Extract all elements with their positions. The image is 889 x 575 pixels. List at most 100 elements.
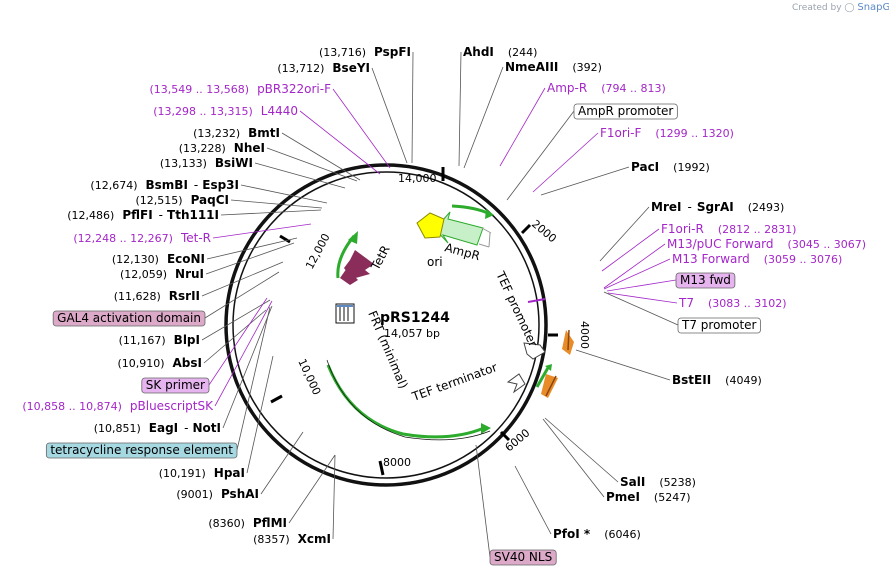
- mrei-name2: SgrAI: [697, 200, 734, 214]
- label-sk-primer[interactable]: SK primer: [141, 377, 210, 394]
- label-gal4[interactable]: GAL4 activation domain: [52, 310, 206, 327]
- label-pflmi[interactable]: PflMI(8360): [208, 516, 287, 530]
- label-f1ori-r[interactable]: F1ori-R(2812 .. 2831): [661, 222, 796, 236]
- feature-label-tef-terminator: TEF terminator: [409, 360, 499, 404]
- ampr-promoter-box: [573, 103, 678, 120]
- label-sv40-nls[interactable]: SV40 NLS: [489, 549, 557, 566]
- connector-tre: [236, 306, 271, 451]
- pflfi-name2: Tth111I: [167, 208, 219, 222]
- label-absi[interactable]: AbsI(10,910): [117, 356, 202, 370]
- label-ampr-promoter[interactable]: AmpR promoter: [573, 103, 678, 120]
- ahdi-name: AhdI: [463, 45, 494, 59]
- label-bsmbi[interactable]: Esp3I-BsmBI(12,674): [90, 178, 239, 192]
- tre-box: [45, 442, 238, 459]
- connector-bmti: [281, 132, 361, 181]
- pflfi-position: (12,486): [67, 209, 114, 222]
- label-eagi[interactable]: NotI-EagI(10,851): [94, 421, 221, 435]
- label-econi[interactable]: EcoNI(12,130): [112, 252, 205, 266]
- connector-hpai: [246, 355, 274, 474]
- label-tre[interactable]: tetracycline response element: [45, 442, 238, 459]
- connector-pspfi: [411, 51, 414, 164]
- label-paqci[interactable]: PaqCI(12,515): [135, 193, 229, 207]
- connector-pmei: [542, 418, 605, 498]
- label-m13fwd-primer[interactable]: M13 Forward(3059 .. 3076): [672, 252, 842, 266]
- label-bsiwi[interactable]: BsiWI (13,133): [160, 156, 253, 170]
- m13fwd-box-name: M13 fwd: [680, 273, 731, 287]
- f1ori-r-position: (2812 .. 2831): [718, 223, 797, 236]
- connector-mrei: [599, 206, 650, 262]
- label-sali[interactable]: SalI(5238): [620, 475, 696, 489]
- tet-r-name: Tet-R: [180, 231, 211, 245]
- ahdi-position: (244): [508, 46, 538, 59]
- label-m13fwd-box[interactable]: M13 fwd: [675, 272, 736, 289]
- label-l4440[interactable]: L4440(13,298 .. 13,315): [153, 104, 298, 118]
- ruler-label-12000: 12,000: [303, 231, 333, 271]
- label-f1ori-f[interactable]: F1ori-F(1299 .. 1320): [600, 126, 734, 140]
- l4440-position: (13,298 .. 13,315): [153, 105, 253, 118]
- connector-pfoi: [514, 465, 552, 535]
- f1ori-f-position: (1299 .. 1320): [655, 127, 734, 140]
- bseyi-position: (13,712): [277, 62, 324, 75]
- label-pbluescriptsk[interactable]: pBluescriptSK(10,858 .. 10,874): [22, 399, 214, 413]
- label-blpi[interactable]: BlpI(11,167): [119, 333, 200, 347]
- connector-m13puc: [603, 243, 666, 289]
- nrui-name: NruI: [175, 267, 204, 281]
- connector-eagi: [222, 305, 273, 429]
- bsiwi-position: (13,133): [160, 157, 207, 170]
- eagi-name2: NotI: [193, 421, 222, 435]
- label-pbr322ori-f[interactable]: pBR322ori-F(13,549 .. 13,568): [150, 82, 332, 96]
- label-hpai[interactable]: HpaI(10,191): [159, 466, 245, 480]
- label-bseyi[interactable]: BseYI(13,712): [277, 61, 370, 75]
- sk-primer-box: [141, 377, 210, 394]
- label-pfoi[interactable]: PfoI *(6046): [553, 527, 641, 541]
- ampr-outer-arrowhead: [485, 209, 494, 219]
- nmeaiii-name: NmeAIII: [505, 60, 558, 74]
- label-bsteii[interactable]: BstEII(4049): [672, 373, 762, 387]
- tetr-arrow-2: [340, 268, 358, 285]
- connector-t7-promoter: [603, 291, 679, 326]
- connector-nhei: [266, 147, 358, 182]
- label-pflfi[interactable]: Tth111I-PflFI(12,486): [67, 208, 219, 222]
- label-bmti[interactable]: BmtI(13,232): [193, 126, 280, 140]
- connector-pbluescriptsk: [214, 300, 273, 407]
- rsrii-position: (11,628): [114, 290, 161, 303]
- label-amp-r[interactable]: Amp-R(794 .. 813): [547, 81, 666, 95]
- connector-blpi: [201, 299, 271, 341]
- ampr-arrow: [434, 211, 484, 246]
- gal4-name: GAL4 activation domain: [57, 311, 201, 325]
- connector-bsteii: [575, 349, 671, 381]
- label-pshai[interactable]: PshAI(9001): [176, 487, 259, 501]
- label-rsrii[interactable]: RsrII(11,628): [114, 289, 200, 303]
- label-t7-promoter[interactable]: T7 promoter: [677, 317, 761, 334]
- connector-m13fwd-primer: [603, 258, 671, 290]
- label-nmeaiii[interactable]: NmeAIII(392): [505, 60, 602, 74]
- ruler-labels: 14,000 2000 4000 6000 8000 10,000 12,000: [295, 172, 591, 469]
- sali-name: SalI: [620, 475, 645, 489]
- label-paci[interactable]: PacI(1992): [631, 160, 710, 174]
- pshai-position: (9001): [176, 488, 213, 501]
- connector-nmeaiii: [463, 66, 504, 169]
- label-pmei[interactable]: PmeI(5247): [606, 490, 690, 504]
- mrei-name: MreI: [651, 200, 681, 214]
- label-ahdi[interactable]: AhdI (244): [463, 45, 537, 59]
- econi-position: (12,130): [112, 253, 159, 266]
- tef-promoter-arrow: [523, 342, 546, 360]
- nhei-name: NheI: [234, 141, 265, 155]
- label-xcmi[interactable]: XcmI(8357): [253, 532, 331, 546]
- connector-sali: [544, 417, 619, 483]
- bmti-name: BmtI: [248, 126, 280, 140]
- plasmid-length: 14,057 bp: [384, 327, 440, 340]
- label-t7[interactable]: T7(3083 .. 3102): [678, 296, 787, 310]
- label-nrui[interactable]: NruI(12,059): [120, 267, 204, 281]
- tre-name: tetracycline response element: [50, 443, 233, 457]
- label-nhei[interactable]: NheI(13,228): [179, 141, 265, 155]
- label-mrei[interactable]: MreI-SgrAI(2493): [651, 200, 784, 214]
- label-m13puc[interactable]: M13/pUC Forward(3045 .. 3067): [667, 237, 866, 251]
- label-pspfi[interactable]: PspFI(13,716): [319, 45, 411, 59]
- connector-pflmi: [288, 454, 336, 524]
- label-tet-r[interactable]: Tet-R(12,248 .. 12,267): [73, 231, 211, 245]
- amp-r-name: Amp-R: [547, 81, 587, 95]
- bsiwi-name: BsiWI: [215, 156, 253, 170]
- connector-amp-r: [499, 87, 546, 167]
